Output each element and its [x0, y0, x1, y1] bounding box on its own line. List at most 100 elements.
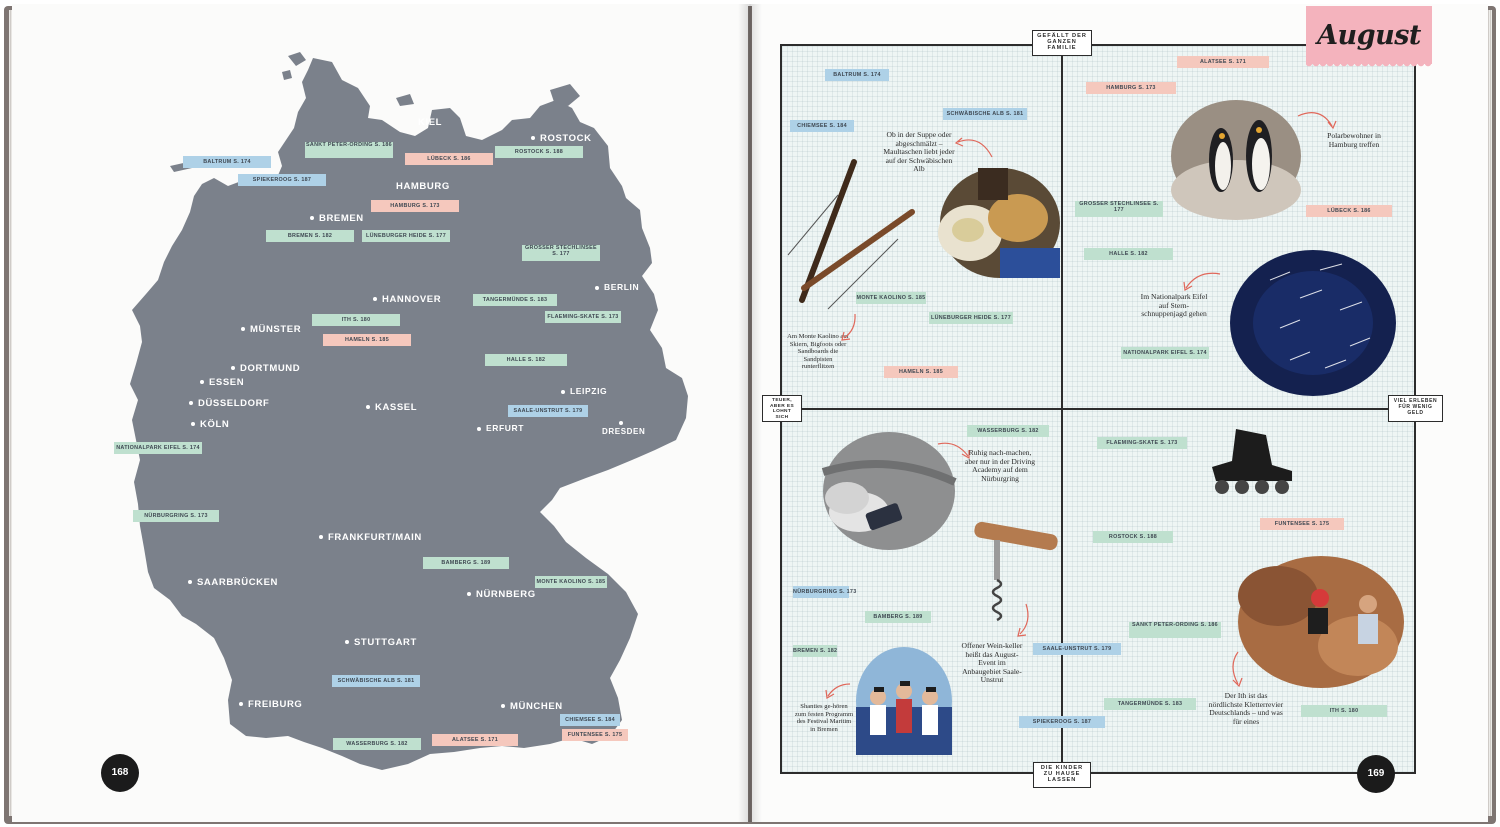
city-dot — [531, 136, 535, 141]
city-dot — [345, 640, 349, 645]
note-shanties: Shanties ge-hören zum festen Programm de… — [794, 703, 854, 733]
page-number-right: 169 — [1357, 755, 1395, 793]
destination-tag: HAMBURG S. 173 — [371, 200, 459, 212]
city-dot — [595, 285, 599, 290]
city-label: SAARBRÜCKEN — [188, 577, 278, 588]
arrow — [1019, 603, 1029, 635]
destination-tag: ALATSEE S. 171 — [432, 734, 518, 746]
city-label: LEIPZIG — [561, 386, 607, 396]
city-name: KASSEL — [375, 402, 418, 413]
arrow — [1185, 272, 1221, 289]
city-label: MÜNSTER — [241, 324, 301, 335]
arrow — [937, 442, 969, 457]
destination-tag: MONTE KAOLINO S. 185 — [535, 576, 607, 588]
note-wine: Offener Wein-keller heißt das August-Eve… — [961, 641, 1023, 685]
destination-tag: NÜRBURGRING S. 173 — [133, 510, 219, 522]
destination-tag: FLAEMING-SKATE S. 173 — [545, 311, 621, 323]
destination-tag: SPIEKEROOG S. 187 — [1019, 716, 1105, 728]
destination-tag: FUNTENSEE S. 175 — [562, 729, 628, 741]
shooting-stars-photo — [1230, 250, 1396, 396]
city-dot — [373, 297, 377, 302]
destination-tag: BAMBERG S. 189 — [423, 557, 509, 569]
city-name: LEIPZIG — [570, 386, 608, 396]
city-name: KIEL — [418, 117, 443, 128]
destination-tag: SAALE-UNSTRUT S. 179 — [508, 405, 588, 417]
destination-tag: BALTRUM S. 174 — [183, 156, 271, 168]
destination-tag: CHIEMSEE S. 184 — [560, 714, 620, 726]
city-name: STUTTGART — [354, 637, 417, 648]
city-label: ERFURT — [477, 423, 524, 433]
book-gutter — [738, 4, 762, 822]
island-rugen — [550, 84, 580, 106]
page-edges-right — [1486, 10, 1492, 816]
city-name: BERLIN — [604, 282, 640, 292]
destination-tag: LÜBECK S. 186 — [1306, 205, 1392, 217]
city-dot — [241, 327, 245, 332]
city-name: SAARBRÜCKEN — [197, 577, 279, 588]
destination-tag: CHIEMSEE S. 184 — [790, 120, 854, 132]
month-title: August — [1317, 20, 1421, 51]
destination-tag: SANKT PETER-ORDING S. 186 — [1129, 622, 1221, 638]
destination-tag: BREMEN S. 182 — [793, 645, 837, 657]
destination-tag: NATIONALPARK EIFEL S. 174 — [114, 442, 202, 454]
note-penguins: Polarbewohner in Hamburg treffen — [1327, 131, 1381, 149]
horizontal-axis — [780, 408, 1416, 410]
axis-label-right: VIEL ERLEBEN FÜR WENIG GELD — [1388, 395, 1443, 422]
destination-tag: LÜNEBURGER HEIDE S. 177 — [362, 230, 450, 242]
city-dot — [188, 580, 192, 585]
city-name: DORTMUND — [240, 363, 301, 374]
island-fehmarn — [396, 94, 414, 106]
arrow — [827, 683, 851, 697]
destination-tag: BALTRUM S. 174 — [825, 69, 889, 81]
arrow — [1232, 651, 1239, 685]
destination-tag: WASSERBURG S. 182 — [333, 738, 421, 750]
city-name: BREMEN — [319, 213, 364, 224]
city-label: KASSEL — [366, 402, 417, 413]
destination-tag: HALLE S. 182 — [485, 354, 567, 366]
arrow-head — [961, 450, 970, 460]
city-label: HANNOVER — [373, 294, 441, 305]
destination-tag: FUNTENSEE S. 175 — [1260, 518, 1344, 530]
note-stars: Im Nationalpark Eifel auf Stern-schnuppe… — [1140, 292, 1208, 319]
island-shape — [288, 52, 306, 66]
city-name: ESSEN — [209, 377, 245, 388]
destination-tag: HAMELN S. 185 — [323, 334, 411, 346]
city-dot — [467, 592, 471, 597]
city-dot — [200, 380, 204, 385]
arrow-head — [1183, 281, 1193, 291]
city-label: NÜRNBERG — [467, 589, 536, 600]
arrow-head — [1327, 120, 1337, 130]
city-label: DÜSSELDORF — [189, 398, 269, 409]
arrow-head — [1232, 677, 1243, 688]
destination-tag: NÜRBURGRING S. 173 — [793, 586, 856, 598]
destination-tag: WASSERBURG S. 182 — [967, 425, 1049, 437]
note-kaolino: Am Monte Kaolino auf Skiern, Bigfoots od… — [787, 333, 849, 371]
corkscrew-image — [974, 521, 1058, 622]
arrow-head — [954, 137, 964, 147]
skis-image — [787, 159, 915, 310]
destination-tag: FLAEMING-SKATE S. 173 — [1097, 437, 1187, 449]
page-number-left: 168 — [101, 754, 139, 792]
city-dot — [189, 401, 193, 406]
axis-label-left: TEUER, ABER ES LOHNT SICH — [762, 395, 802, 422]
city-name: DÜSSELDORF — [198, 398, 270, 409]
annotation-arrows — [825, 112, 1337, 699]
island-shape — [282, 70, 292, 80]
city-name: MÜNSTER — [250, 324, 302, 335]
destination-tag: LÜNEBURGER HEIDE S. 177 — [929, 312, 1013, 324]
city-dot — [477, 426, 481, 431]
city-name: DRESDEN — [602, 427, 646, 436]
city-name: FRANKFURT/MAIN — [328, 532, 422, 543]
destination-tag: MONTE KAOLINO S. 185 — [856, 292, 926, 304]
penguins-photo — [1171, 100, 1301, 220]
destination-tag: GROSSER STECHLINSEE S. 177 — [1075, 201, 1163, 217]
page-edges-left — [9, 10, 13, 816]
city-label: KIEL — [418, 117, 442, 128]
city-label: KÖLN — [191, 419, 229, 430]
arrow-head — [1017, 627, 1027, 637]
city-name: HAMBURG — [396, 181, 450, 192]
destination-tag: SCHWÄBISCHE ALB S. 181 — [943, 108, 1027, 120]
destination-tag: ROSTOCK S. 188 — [495, 146, 583, 158]
axis-label-top: GEFÄLLT DER GANZEN FAMILIE — [1032, 30, 1092, 56]
